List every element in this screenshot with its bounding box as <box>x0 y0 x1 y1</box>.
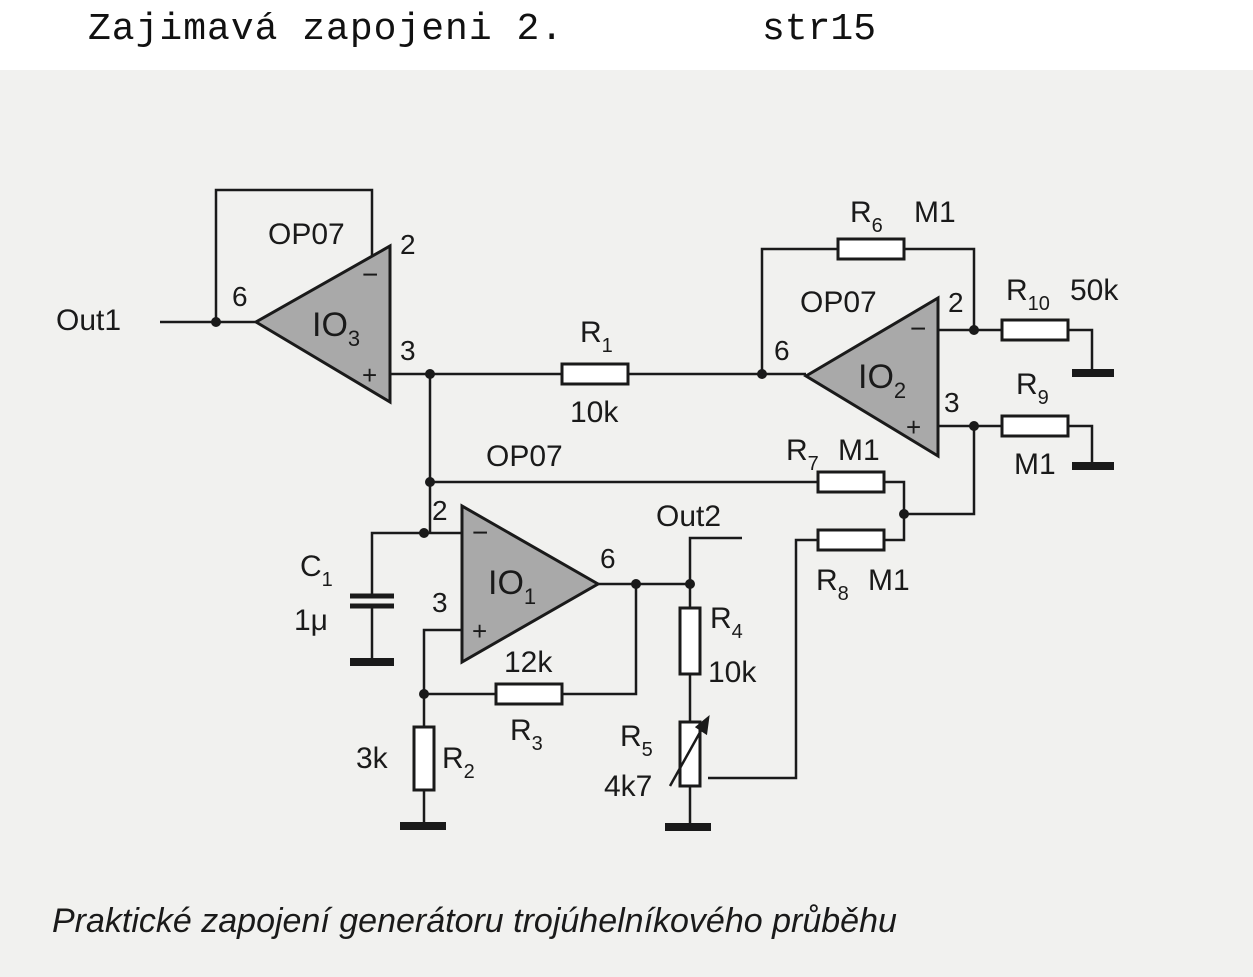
junction-dot <box>425 369 435 379</box>
io1-type: OP07 <box>486 440 563 473</box>
junction-dot <box>899 509 909 519</box>
header-band <box>0 0 1253 70</box>
io3-plus: + <box>362 360 377 390</box>
resistor-r6 <box>836 237 906 261</box>
r10-value: 50k <box>1070 274 1119 307</box>
junction-dot <box>211 317 221 327</box>
resistor-r10 <box>1000 318 1070 342</box>
io2-pin-out: 6 <box>774 335 790 366</box>
junction-dot <box>419 689 429 699</box>
r1-value: 10k <box>570 396 619 429</box>
opamp-io3 <box>253 243 392 405</box>
wires <box>160 188 1094 826</box>
io1-label: IO1 <box>488 564 536 609</box>
resistor-r4 <box>678 606 702 676</box>
junction-dot <box>969 421 979 431</box>
io3-label: IO3 <box>312 306 360 351</box>
wire-io3-feedback <box>214 188 374 322</box>
r8-value: M1 <box>868 564 910 597</box>
io3-minus: − <box>362 259 378 290</box>
figure-caption: Praktické zapojení generátoru trojúhelní… <box>52 902 897 940</box>
r5-label: R5 <box>620 720 653 761</box>
opamp-io2 <box>803 295 940 459</box>
junction-dot <box>425 477 435 487</box>
io3-pin-noninv: 3 <box>400 335 416 366</box>
wire-io2-out-r6 <box>760 247 838 374</box>
r1-label: R1 <box>580 316 613 357</box>
io3-pin-out: 6 <box>232 281 248 312</box>
r7-label: R7 <box>786 434 819 475</box>
wire-io1-noninv <box>422 628 462 694</box>
resistor-r8 <box>816 528 886 552</box>
r3-value: 12k <box>504 646 553 679</box>
r9-value: M1 <box>1014 448 1056 481</box>
wire-r6-io2-inv <box>904 247 976 330</box>
r7-value: M1 <box>838 434 880 467</box>
r6-label: R6 <box>850 196 883 237</box>
out1-label: Out1 <box>56 304 121 337</box>
resistor-symbols <box>412 237 1070 792</box>
io1-pin-inv: 2 <box>432 495 448 526</box>
r2-label: R2 <box>442 742 475 783</box>
r4-value: 10k <box>708 656 757 689</box>
pot-arrow-head <box>694 715 710 736</box>
wire-r10-gnd <box>1068 328 1094 372</box>
io1-minus: − <box>472 517 488 548</box>
wire-r3-right <box>562 584 638 696</box>
capacitor-c1 <box>350 593 394 609</box>
potentiometer-arrow <box>668 715 710 787</box>
resistor-r7 <box>816 470 886 494</box>
junction-dot <box>757 369 767 379</box>
wire-c1 <box>370 531 462 596</box>
junction-dots <box>211 317 979 699</box>
junction-dot <box>419 528 429 538</box>
r6-value: M1 <box>914 196 956 229</box>
out2-label: Out2 <box>656 500 721 533</box>
io2-minus: − <box>910 313 926 344</box>
r2-value: 3k <box>356 742 389 775</box>
resistor-r9 <box>1000 414 1070 438</box>
io1-pin-out: 6 <box>600 543 616 574</box>
io2-type: OP07 <box>800 286 877 319</box>
c1-label: C1 <box>300 550 333 591</box>
opamp-io1 <box>460 503 602 665</box>
wire-out2 <box>688 536 742 584</box>
resistor-r1 <box>560 362 630 386</box>
io3-type: OP07 <box>268 218 345 251</box>
wire-r9-gnd <box>1068 424 1094 465</box>
junction-dot <box>631 579 641 589</box>
io2-pin-noninv: 3 <box>944 387 960 418</box>
wire-r7-right <box>884 480 906 514</box>
page-number: str15 <box>762 8 877 51</box>
wire-sum-io2 <box>904 426 976 516</box>
r9-label: R9 <box>1016 368 1049 409</box>
resistor-r5 <box>678 720 702 788</box>
io3-pin-inv: 2 <box>400 229 416 260</box>
resistor-r3 <box>494 682 564 706</box>
c1-value: 1μ <box>294 604 328 637</box>
r8-label: R8 <box>816 564 849 605</box>
page-header: Zajimavá zapojeni 2. <box>88 8 565 51</box>
resistor-r2 <box>412 725 436 792</box>
junction-dot <box>969 325 979 335</box>
ground-symbols <box>350 369 1114 831</box>
io2-plus: + <box>906 412 921 442</box>
r5-value: 4k7 <box>604 770 652 803</box>
io1-pin-noninv: 3 <box>432 587 448 618</box>
io2-label: IO2 <box>858 358 906 403</box>
wire-r5-wiper-r8 <box>708 538 818 780</box>
wire-r8-right <box>884 514 906 542</box>
r10-label: R10 <box>1006 274 1050 315</box>
io2-pin-inv: 2 <box>948 287 964 318</box>
opamp-symbols <box>253 243 940 665</box>
io1-plus: + <box>472 616 487 646</box>
r3-label: R3 <box>510 714 543 755</box>
r4-label: R4 <box>710 602 743 643</box>
junction-dot <box>685 579 695 589</box>
